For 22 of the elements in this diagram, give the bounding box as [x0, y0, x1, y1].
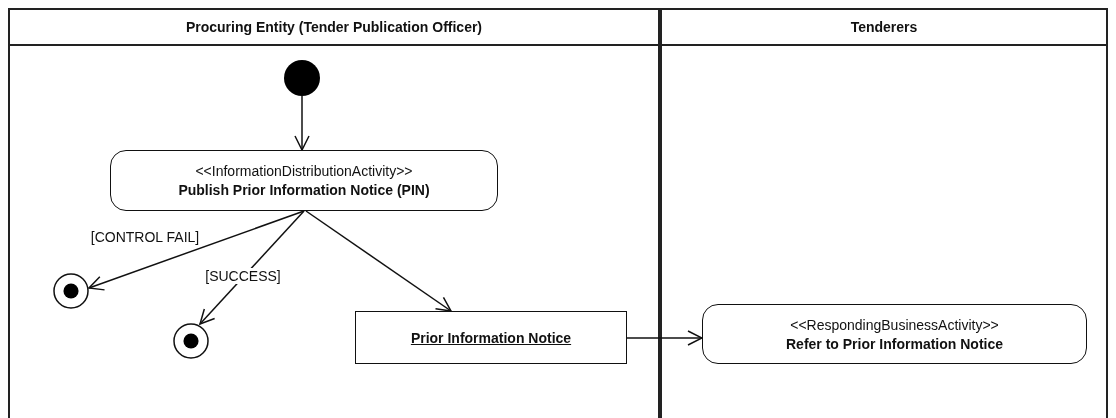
activity-name: Refer to Prior Information Notice — [786, 335, 1003, 352]
arrow — [305, 210, 452, 312]
arrow — [88, 210, 305, 291]
arrow — [294, 95, 310, 151]
arrow — [626, 330, 703, 346]
initial-node — [284, 60, 320, 96]
final-node — [173, 323, 209, 359]
edge-label: [SUCCESS] — [204, 268, 282, 284]
object-node-box — [355, 311, 627, 364]
arrow — [199, 210, 305, 325]
stereotype-label: <<InformationDistributionActivity>> — [195, 163, 413, 179]
lane-heading: Tenderers — [662, 10, 1106, 46]
stereotype-label: <<RespondingBusinessActivity>> — [790, 316, 999, 333]
activity-name: Publish Prior Information Notice (PIN) — [178, 182, 430, 198]
swimlane — [660, 8, 1108, 418]
final-node — [53, 273, 89, 309]
swimlane — [8, 8, 660, 418]
edge-label: [CONTROL FAIL] — [89, 229, 201, 245]
lane-heading: Procuring Entity (Tender Publication Officer) — [10, 10, 658, 46]
activity-box — [110, 150, 498, 211]
activity-box — [702, 304, 1087, 364]
object-name: Prior Information Notice — [410, 329, 572, 346]
